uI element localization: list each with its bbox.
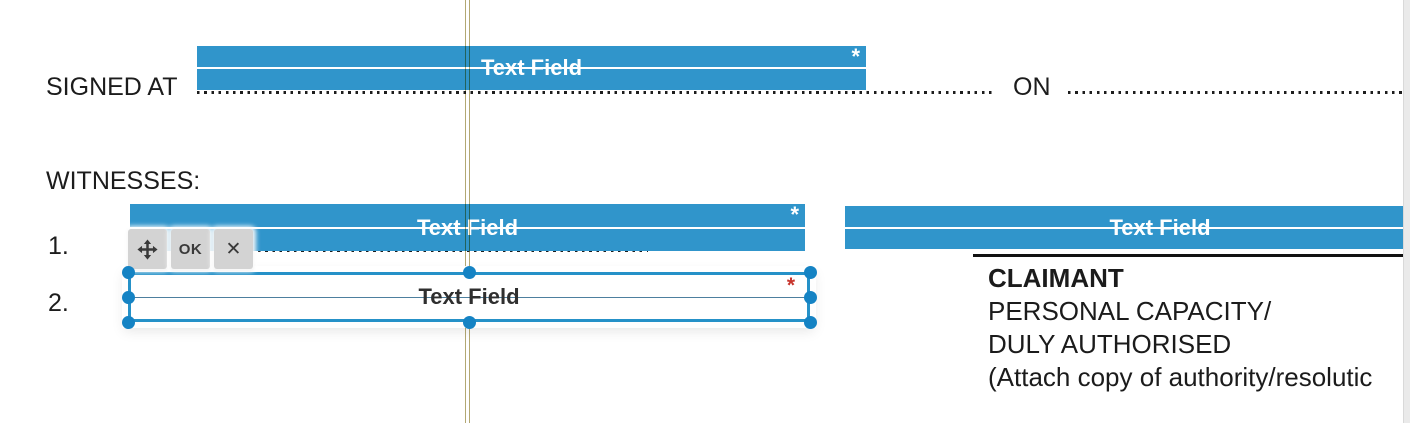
claimant-attach-line: (Attach copy of authority/resolutic: [988, 362, 1373, 392]
claimant-signature-line: [973, 254, 1410, 257]
resize-handle-top-center[interactable]: [462, 265, 476, 279]
resize-handle-bottom-right[interactable]: [803, 315, 817, 329]
required-asterisk: *: [790, 202, 799, 227]
signed-at-text-field[interactable]: Text Field *: [197, 46, 866, 90]
required-asterisk: *: [851, 44, 860, 69]
claimant-capacity-line: PERSONAL CAPACITY/: [988, 296, 1272, 326]
field-strike-line: [197, 67, 866, 69]
field-label: Text Field: [418, 284, 520, 309]
move-arrows-icon: [137, 238, 158, 260]
signed-at-label: SIGNED AT: [46, 73, 178, 101]
resize-handle-bottom-center[interactable]: [462, 315, 476, 329]
required-asterisk: *: [786, 274, 795, 297]
resize-handle-mid-left[interactable]: [121, 290, 135, 304]
ok-button[interactable]: OK: [171, 229, 210, 269]
witnesses-label: WITNESSES:: [46, 167, 201, 195]
witness-1-number: 1.: [48, 232, 69, 260]
resize-handle-top-right[interactable]: [803, 265, 817, 279]
claimant-authorised-line: DULY AUTHORISED: [988, 329, 1232, 359]
close-button[interactable]: ✕: [214, 229, 253, 269]
on-label: ON: [1013, 73, 1051, 101]
field-strike-line: [845, 226, 1410, 229]
witness-2-text-field-selected[interactable]: Text Field *: [128, 272, 810, 322]
witness-2-number: 2.: [48, 289, 69, 317]
field-edit-toolbar: OK ✕: [128, 229, 257, 269]
page-right-edge: [1403, 0, 1410, 423]
claimant-heading: CLAIMANT: [988, 263, 1124, 293]
claimant-text-field[interactable]: Text Field: [845, 206, 1410, 249]
field-strike-line: [130, 226, 805, 229]
signed-at-dotted-line: [197, 91, 995, 94]
resize-handle-bottom-left[interactable]: [121, 315, 135, 329]
move-button[interactable]: [128, 229, 167, 269]
on-dotted-line: [1068, 91, 1404, 94]
resize-handle-mid-right[interactable]: [803, 290, 817, 304]
resize-handle-top-left[interactable]: [121, 265, 135, 279]
